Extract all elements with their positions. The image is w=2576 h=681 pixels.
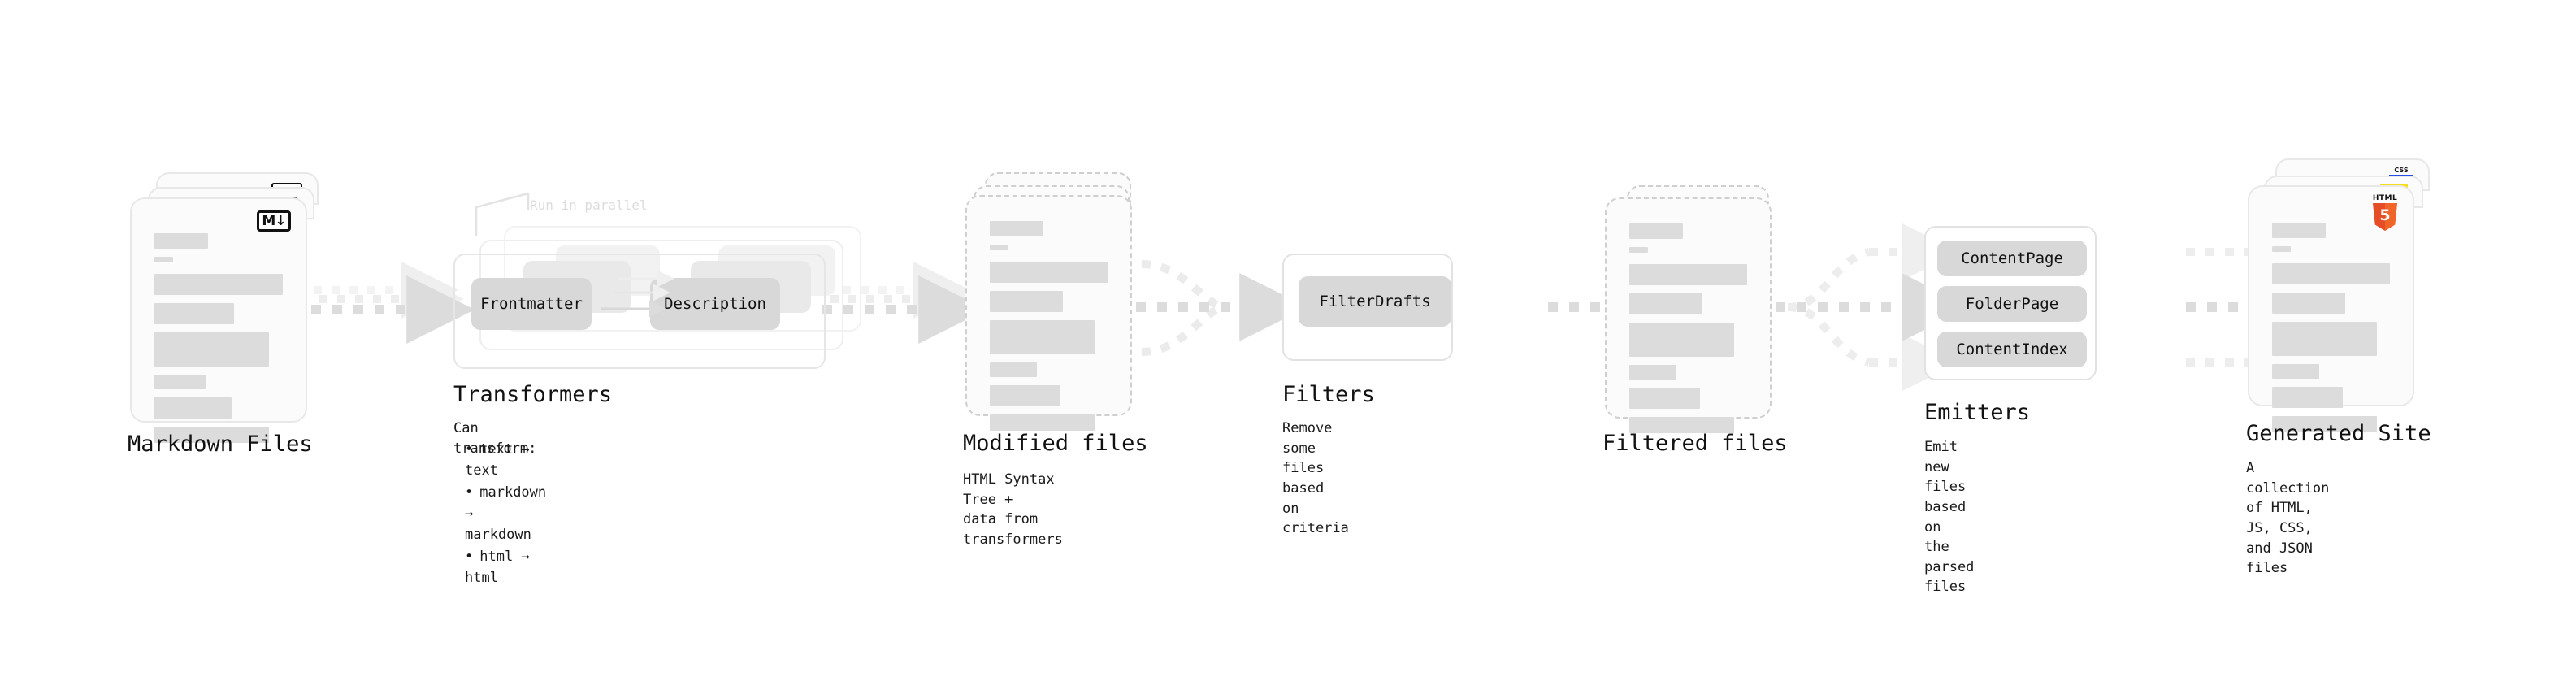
transformer-frame-front[interactable]: Frontmatter Description	[453, 254, 826, 369]
placeholder-bar	[154, 332, 269, 367]
placeholder-bar	[990, 362, 1037, 377]
placeholder-bar	[154, 257, 173, 262]
emitter-chip-contentpage[interactable]: ContentPage	[1937, 241, 2087, 276]
placeholder-bar	[990, 414, 1095, 431]
connector-emitters-to-site	[2186, 223, 2320, 391]
placeholder-bar	[990, 385, 1060, 406]
placeholder-bar	[154, 233, 208, 249]
html5-icon: HTML 5	[2369, 195, 2401, 234]
stage-title-generated-site: Generated Site	[2246, 421, 2431, 446]
connector-modified-to-filters	[1136, 260, 1308, 356]
placeholder-bar	[2272, 416, 2378, 432]
placeholder-bar	[1629, 293, 1702, 314]
markdown-icon: M↓	[257, 210, 291, 232]
placeholder-bar	[2272, 387, 2343, 408]
list-item: html → html	[465, 546, 546, 589]
list-item: markdown → markdown	[465, 482, 546, 546]
filtered-file-card[interactable]	[1605, 197, 1772, 433]
placeholder-bar	[2272, 246, 2291, 252]
connector-filtered-to-emitters	[1776, 223, 1971, 391]
filters-description: Remove some files based on criteria	[1282, 420, 1349, 537]
placeholder-bar	[990, 320, 1095, 354]
placeholder-bar	[990, 221, 1043, 236]
stage-title-emitters: Emitters	[1924, 400, 2031, 425]
placeholder-bar	[154, 303, 234, 324]
markdown-file-card[interactable]: M↓	[130, 197, 307, 443]
connector-markdown-to-transformers	[311, 262, 475, 344]
stage-title-filtered-files: Filtered files	[1602, 431, 1788, 456]
modified-files-description: HTML Syntax Tree + data from transformer…	[963, 471, 1063, 548]
generated-site-card[interactable]: HTML 5	[2248, 185, 2414, 432]
transformer-chip-frontmatter[interactable]: Frontmatter	[471, 278, 592, 330]
filters-box[interactable]: FilterDrafts	[1282, 254, 1453, 361]
stage-title-transformers: Transformers	[453, 382, 613, 407]
modified-file-card[interactable]	[965, 195, 1132, 431]
placeholder-bar	[1629, 388, 1700, 409]
placeholder-bar	[154, 397, 232, 419]
filter-chip-filterdrafts[interactable]: FilterDrafts	[1299, 276, 1451, 327]
placeholder-bar	[990, 262, 1108, 283]
placeholder-bar	[2272, 263, 2390, 284]
transformers-transform-list: text → text markdown → markdown html → h…	[453, 439, 546, 588]
placeholder-bar	[1629, 264, 1747, 285]
emitter-chip-folderpage[interactable]: FolderPage	[1937, 286, 2087, 322]
stage-title-modified-files: Modified files	[963, 431, 1148, 456]
placeholder-bar	[1629, 417, 1735, 433]
placeholder-bar	[1629, 223, 1683, 239]
placeholder-bar	[1629, 365, 1676, 380]
placeholder-bar	[2272, 223, 2326, 238]
transformer-chip-description[interactable]: Description	[650, 278, 780, 330]
stage-title-filters: Filters	[1282, 382, 1375, 407]
placeholder-bar	[1629, 323, 1735, 357]
css3-label: CSS	[2394, 167, 2409, 174]
html5-label: HTML	[2372, 194, 2398, 202]
placeholder-bar	[154, 274, 283, 295]
placeholder-bar	[990, 245, 1008, 250]
placeholder-bar	[154, 375, 206, 389]
emitter-chip-contentindex[interactable]: ContentIndex	[1937, 332, 2087, 367]
run-in-parallel-label: Run in parallel	[530, 197, 648, 213]
placeholder-bar	[154, 427, 269, 443]
emitters-box[interactable]: ContentPage FolderPage ContentIndex	[1924, 226, 2097, 380]
placeholder-bar	[2272, 364, 2319, 379]
emitters-description: Emit new files based on the parsed files	[1924, 439, 1975, 596]
generated-site-description: A collection of HTML, JS, CSS, and JSON …	[2246, 460, 2330, 577]
placeholder-bar	[2272, 293, 2345, 314]
stage-title-markdown-files: Markdown Files	[128, 432, 313, 457]
list-item: text → text	[465, 439, 546, 482]
placeholder-bar	[990, 291, 1063, 312]
placeholder-bar	[1629, 247, 1648, 253]
placeholder-bar	[2272, 322, 2378, 356]
html5-number: 5	[2379, 206, 2391, 224]
